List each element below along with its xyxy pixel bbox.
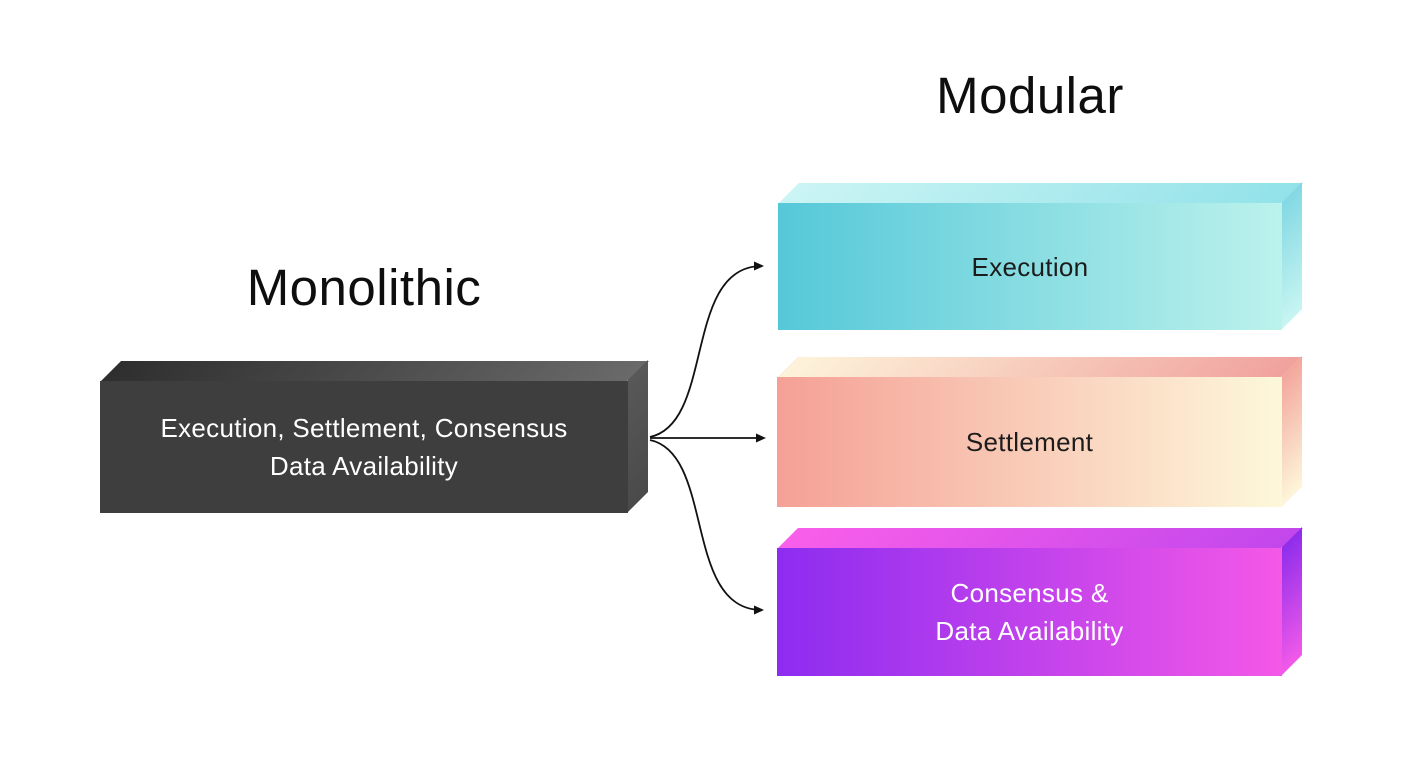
arrow-to-execution: [649, 261, 764, 438]
arrow-to-consensus: [649, 439, 764, 615]
monolithic-box-side-face: [627, 360, 648, 513]
monolithic-box-label-line1: Execution, Settlement, Consensus: [160, 413, 568, 443]
monolithic-box-front-face: [100, 381, 628, 513]
settlement-box-front-face: [777, 377, 1282, 507]
settlement-box-top-face: [777, 357, 1303, 378]
monolithic-box-top-face: [100, 361, 649, 382]
execution-box: Execution: [778, 182, 1303, 330]
consensus-da-box-top-face: [777, 528, 1303, 549]
monolithic-box: Execution, Settlement, Consensus Data Av…: [100, 360, 649, 513]
modular-title: Modular: [936, 67, 1124, 124]
consensus-da-box-label-line1: Consensus &: [950, 578, 1109, 608]
settlement-box-side-face: [1281, 356, 1302, 507]
consensus-da-box-label-line2: Data Availability: [935, 616, 1124, 646]
settlement-box-label: Settlement: [777, 377, 1282, 507]
execution-box-label: Execution: [778, 203, 1282, 330]
execution-box-side-face: [1281, 182, 1302, 330]
consensus-da-box-front-face: [777, 548, 1282, 676]
settlement-box-label-text: Settlement: [965, 427, 1094, 457]
consensus-da-box-side-face: [1281, 527, 1302, 676]
monolithic-title: Monolithic: [246, 259, 482, 316]
execution-box-top-face: [778, 183, 1303, 204]
monolithic-box-label-line2: Data Availability: [269, 451, 459, 481]
execution-box-front-face: [778, 203, 1282, 330]
monolithic-box-label: Execution, Settlement, Consensus Data Av…: [100, 381, 628, 513]
consensus-da-box: Consensus & Data Availability: [777, 527, 1303, 676]
settlement-box: Settlement: [777, 356, 1303, 507]
consensus-da-box-label: Consensus & Data Availability: [777, 548, 1282, 676]
execution-box-label-text: Execution: [971, 251, 1089, 282]
